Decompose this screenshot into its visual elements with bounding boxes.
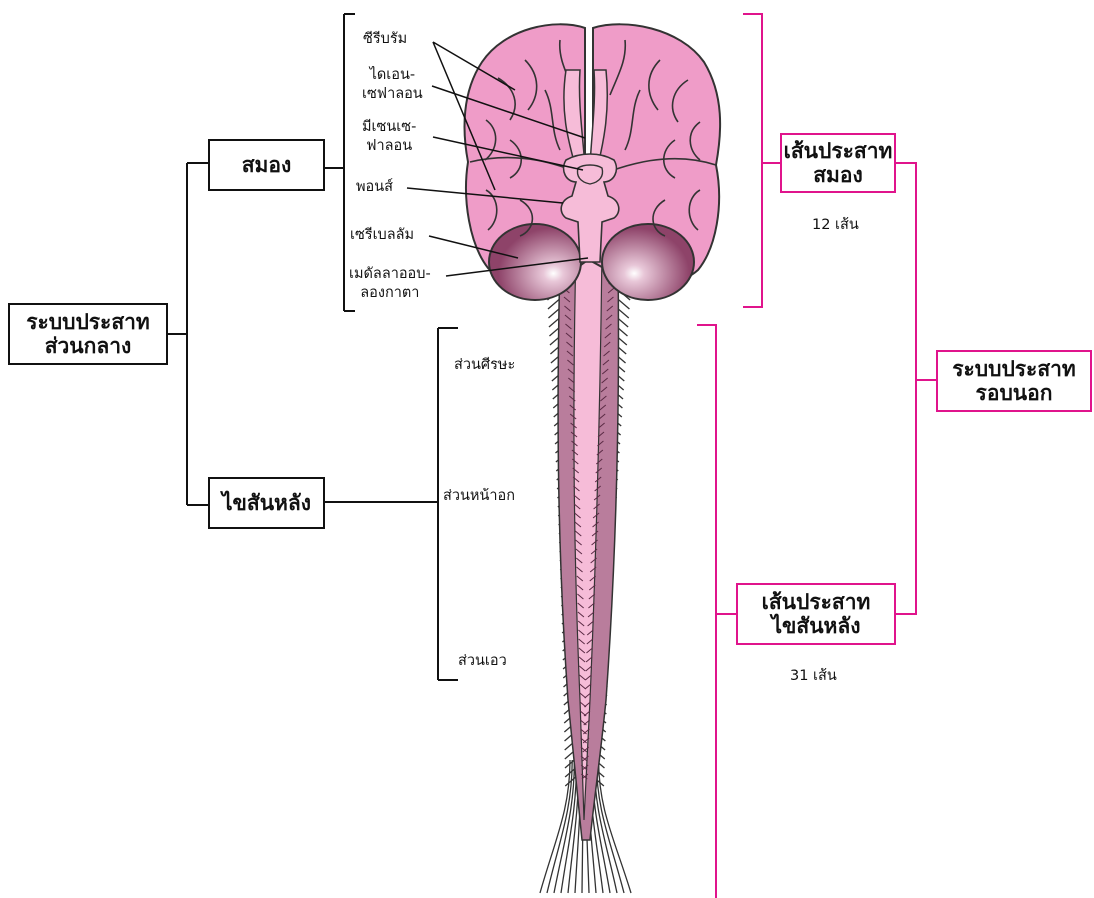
spinal-cord-box: ไขสันหลัง bbox=[208, 477, 325, 529]
thoracic-label: ส่วนหน้าอก bbox=[443, 487, 515, 506]
cranial-line1: เส้นประสาท bbox=[784, 139, 893, 163]
medulla-label: เมดัลลาออบ- ลองกาตา bbox=[349, 265, 431, 303]
spinal-nerves-line1: เส้นประสาท bbox=[762, 590, 871, 614]
peripheral-title-line2: รอบนอก bbox=[952, 381, 1076, 405]
cranial-line2: สมอง bbox=[784, 163, 893, 187]
mesencephalon-label: มีเซนเซ- ฟาลอน bbox=[362, 118, 416, 156]
spinal-nerve-count: 31 เส้น bbox=[790, 664, 837, 687]
cranial-nerves-box: เส้นประสาท สมอง bbox=[780, 133, 896, 193]
central-title-line1: ระบบประสาท bbox=[26, 310, 150, 334]
lumbar-label: ส่วนเอว bbox=[458, 652, 507, 671]
brain-label: สมอง bbox=[242, 153, 292, 177]
central-title-line2: ส่วนกลาง bbox=[26, 334, 150, 358]
pons-label: พอนส์ bbox=[356, 178, 393, 197]
cerebrum-label: ซีรีบรัม bbox=[363, 30, 407, 49]
spinal-nerves-line2: ไขสันหลัง bbox=[762, 614, 871, 638]
brain-illustration bbox=[465, 24, 721, 300]
diencephalon-label: ไดเอน- เซฟาลอน bbox=[362, 66, 423, 104]
cerebellum-label: เซรีเบลลัม bbox=[350, 226, 414, 245]
cervical-label: ส่วนศีรษะ bbox=[454, 356, 515, 375]
spinal-cord-label: ไขสันหลัง bbox=[222, 491, 311, 515]
central-nervous-system-box: ระบบประสาท ส่วนกลาง bbox=[8, 303, 168, 365]
peripheral-nervous-system-box: ระบบประสาท รอบนอก bbox=[936, 350, 1092, 412]
cranial-nerve-count: 12 เส้น bbox=[812, 213, 859, 236]
brain-box: สมอง bbox=[208, 139, 325, 191]
central-tree-lines bbox=[166, 14, 458, 680]
spinal-nerves-box: เส้นประสาท ไขสันหลัง bbox=[736, 583, 896, 645]
peripheral-title-line1: ระบบประสาท bbox=[952, 357, 1076, 381]
spinal-cord bbox=[540, 250, 631, 893]
